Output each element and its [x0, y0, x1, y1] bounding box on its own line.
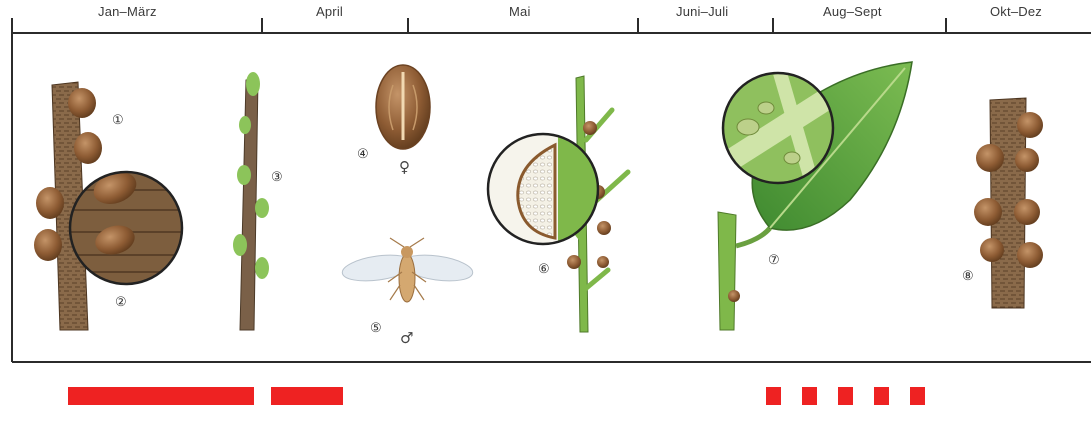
- activity-bars: [68, 387, 925, 405]
- stage-number-6: ⑥: [538, 261, 550, 276]
- scale-insect-icon: [34, 229, 62, 261]
- scale-insect-icon: [74, 132, 102, 164]
- stage-number-8: ⑧: [962, 268, 974, 283]
- activity-bar-solid: [68, 387, 254, 405]
- scale-insect-icon: [36, 187, 64, 219]
- male-symbol: ♂: [400, 329, 413, 347]
- stage-6-magnified-view: [488, 134, 598, 244]
- stage-7-magnified-view: [723, 73, 833, 183]
- female-symbol: ♀: [399, 158, 410, 176]
- stage-number-3: ③: [271, 169, 283, 184]
- stage-2-magnified-view: [70, 166, 182, 284]
- stage-5-male-insect-illustration: [341, 238, 475, 302]
- activity-bar-dash: [838, 387, 853, 405]
- stage-number-2: ②: [115, 294, 127, 309]
- activity-bar-dash: [766, 387, 781, 405]
- stage-3-shoot-illustration: [233, 72, 269, 330]
- stage-4-female-scale-illustration: [376, 65, 430, 149]
- stage-number-7: ⑦: [768, 252, 780, 267]
- stage-8-branch-illustration: [974, 98, 1043, 308]
- activity-bar-dash: [874, 387, 889, 405]
- activity-bar-dash: [910, 387, 925, 405]
- scale-insect-icon: [68, 88, 96, 118]
- activity-bar-dash: [802, 387, 817, 405]
- stage-number-5: ⑤: [370, 320, 382, 335]
- stage-number-4: ④: [357, 146, 369, 161]
- activity-bar-solid: [271, 387, 343, 405]
- stage-number-1: ①: [112, 112, 124, 127]
